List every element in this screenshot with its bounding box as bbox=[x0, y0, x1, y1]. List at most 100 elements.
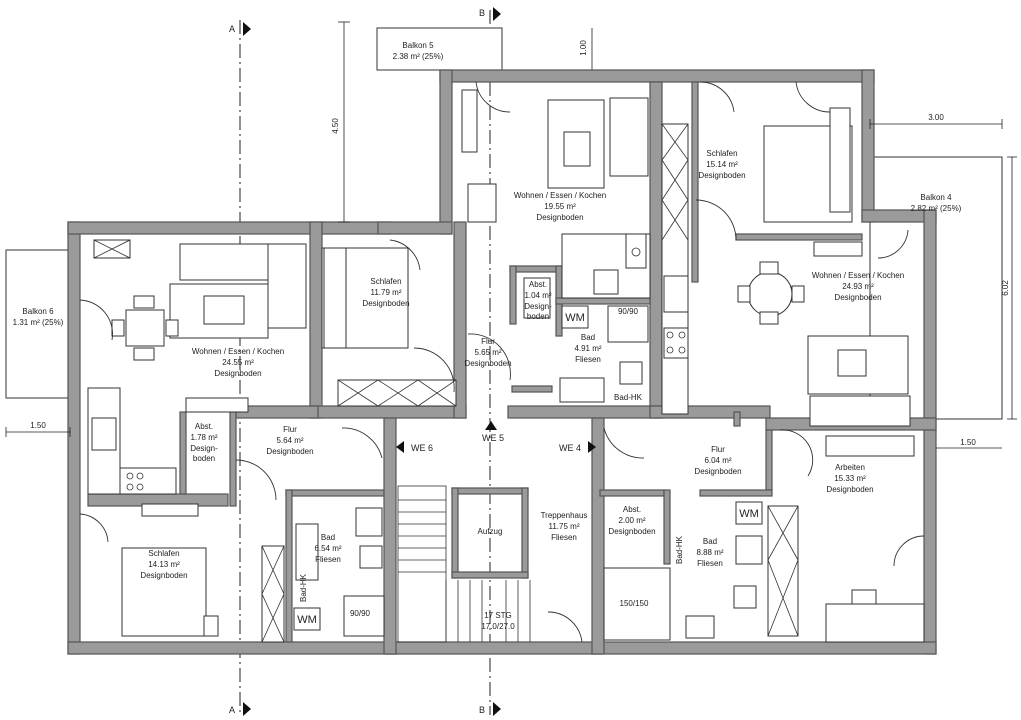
axis-label-a-bottom: A bbox=[229, 705, 235, 715]
room-abst-left-name: Abst. bbox=[195, 422, 213, 431]
axis-label-b-bottom: B bbox=[479, 705, 485, 715]
room-abst-left-floor2: boden bbox=[193, 454, 215, 463]
room-flur-left-area: 5.64 m² bbox=[276, 436, 303, 445]
axis-label-a-top: A bbox=[229, 24, 235, 34]
room-wek-left-area: 24.55 m² bbox=[222, 358, 254, 367]
badhk-top: Bad-HK bbox=[614, 393, 643, 402]
room-abst-top-floor2: boden bbox=[527, 312, 549, 321]
room-schlafen-bl-name: Schlafen bbox=[148, 549, 179, 558]
room-wek-right-floor: Designboden bbox=[834, 293, 881, 302]
furniture bbox=[87, 89, 925, 643]
axis-markers: A B A B bbox=[229, 7, 501, 716]
wm-right: WM bbox=[739, 508, 759, 520]
room-flur-right-floor: Designboden bbox=[694, 467, 741, 476]
dim-300: 3.00 bbox=[928, 113, 944, 122]
fixture-labels: WM WM WM 90/90 90/90 150/150 Bad-HK Bad-… bbox=[293, 305, 763, 631]
room-aufzug-name: Aufzug bbox=[478, 527, 503, 536]
badhk-left: Bad-HK bbox=[299, 573, 308, 602]
unit-we6: WE 6 bbox=[411, 443, 433, 453]
room-bad-right-area: 8.88 m² bbox=[696, 548, 723, 557]
axis-label-b-top: B bbox=[479, 8, 485, 18]
room-flur-right-area: 6.04 m² bbox=[704, 456, 731, 465]
room-labels: Balkon 5 2.38 m² (25%) Balkon 4 2.82 m² … bbox=[13, 41, 962, 631]
room-abst-top-area: 1.04 m² bbox=[524, 291, 551, 300]
room-bad-left-floor: Fliesen bbox=[315, 555, 341, 564]
room-schlafen-top-name: Schlafen bbox=[706, 149, 737, 158]
room-abst-right-name: Abst. bbox=[623, 505, 641, 514]
outer-walls bbox=[67, 69, 937, 655]
unit-labels: WE 6 WE 5 WE 4 bbox=[396, 421, 596, 453]
room-abst-top-floor1: Design- bbox=[524, 302, 552, 311]
room-flur-left-floor: Designboden bbox=[266, 447, 313, 456]
room-flur-top-area: 5.65 m² bbox=[474, 348, 501, 357]
room-schlafen-top-floor: Designboden bbox=[698, 171, 745, 180]
doors bbox=[79, 81, 925, 643]
room-bad-left-area: 6.54 m² bbox=[314, 544, 341, 553]
unit-arrow-icon bbox=[588, 441, 596, 453]
room-wek-top-area: 19.55 m² bbox=[544, 202, 576, 211]
room-schlafen-mid-floor: Designboden bbox=[362, 299, 409, 308]
shower-top: 90/90 bbox=[618, 307, 639, 316]
room-balkon-4-name: Balkon 4 bbox=[920, 193, 952, 202]
room-treppenhaus-area: 11.75 m² bbox=[549, 522, 580, 531]
room-bad-top-floor: Fliesen bbox=[575, 355, 601, 364]
room-arbeiten-floor: Designboden bbox=[826, 485, 873, 494]
room-treppenhaus-name: Treppenhaus bbox=[541, 511, 588, 520]
room-arbeiten-area: 15.33 m² bbox=[834, 474, 866, 483]
room-balkon-5-area: 2.38 m² (25%) bbox=[393, 52, 444, 61]
dimensions: 4.50 1.00 3.00 6.02 1.50 1.50 bbox=[5, 21, 1017, 449]
shower-left: 90/90 bbox=[350, 609, 371, 618]
axis-arrow-icon bbox=[493, 7, 501, 21]
room-wek-left-floor: Designboden bbox=[214, 369, 261, 378]
staircase bbox=[397, 485, 531, 643]
room-balkon-6-area: 1.31 m² (25%) bbox=[13, 318, 64, 327]
room-treppenhaus-floor: Fliesen bbox=[551, 533, 577, 542]
room-arbeiten-name: Arbeiten bbox=[835, 463, 865, 472]
room-schlafen-bl-area: 14.13 m² bbox=[148, 560, 180, 569]
axis-arrow-icon bbox=[243, 22, 251, 36]
stair-count: 17 STG bbox=[484, 611, 512, 620]
shower-right: 150/150 bbox=[620, 599, 649, 608]
dim-100: 1.00 bbox=[579, 40, 588, 56]
wm-left: WM bbox=[297, 614, 317, 626]
room-bad-right-name: Bad bbox=[703, 537, 717, 546]
dim-602: 6.02 bbox=[1001, 280, 1010, 296]
room-bad-top-area: 4.91 m² bbox=[574, 344, 601, 353]
room-schlafen-bl-floor: Designboden bbox=[140, 571, 187, 580]
room-wek-right-area: 24.93 m² bbox=[842, 282, 874, 291]
room-balkon-4-area: 2.82 m² (25%) bbox=[911, 204, 962, 213]
room-flur-top-name: Flur bbox=[481, 337, 495, 346]
dim-150-right: 1.50 bbox=[960, 438, 976, 447]
room-abst-right-area: 2.00 m² bbox=[618, 516, 645, 525]
axis-lines bbox=[239, 10, 491, 715]
balcony-6 bbox=[5, 249, 71, 399]
room-wek-right-name: Wohnen / Essen / Kochen bbox=[812, 271, 904, 280]
axis-arrow-icon bbox=[493, 702, 501, 716]
balcony-5 bbox=[376, 27, 503, 71]
room-abst-left-area: 1.78 m² bbox=[190, 433, 217, 442]
dim-150-left: 1.50 bbox=[30, 421, 46, 430]
room-schlafen-mid-name: Schlafen bbox=[370, 277, 401, 286]
room-balkon-5-name: Balkon 5 bbox=[402, 41, 434, 50]
badhk-right: Bad-HK bbox=[675, 535, 684, 564]
room-abst-right-floor: Designboden bbox=[608, 527, 655, 536]
dim-450: 4.50 bbox=[331, 118, 340, 134]
stair-dimension: 17.0/27.0 bbox=[481, 622, 515, 631]
unit-arrow-icon bbox=[396, 441, 404, 453]
room-abst-top-name: Abst. bbox=[529, 280, 547, 289]
room-balkon-6-name: Balkon 6 bbox=[22, 307, 54, 316]
unit-we4: WE 4 bbox=[559, 443, 581, 453]
room-bad-right-floor: Fliesen bbox=[697, 559, 723, 568]
room-wek-left-name: Wohnen / Essen / Kochen bbox=[192, 347, 284, 356]
room-wek-top-floor: Designboden bbox=[536, 213, 583, 222]
room-abst-left-floor1: Design- bbox=[190, 444, 218, 453]
room-flur-top-floor: Designboden bbox=[464, 359, 511, 368]
room-flur-left-name: Flur bbox=[283, 425, 297, 434]
wm-top: WM bbox=[565, 312, 585, 324]
unit-we5: WE 5 bbox=[482, 433, 504, 443]
room-schlafen-mid-area: 11.79 m² bbox=[371, 288, 402, 297]
room-flur-right-name: Flur bbox=[711, 445, 725, 454]
room-schlafen-top-area: 15.14 m² bbox=[706, 160, 738, 169]
room-bad-top-name: Bad bbox=[581, 333, 595, 342]
